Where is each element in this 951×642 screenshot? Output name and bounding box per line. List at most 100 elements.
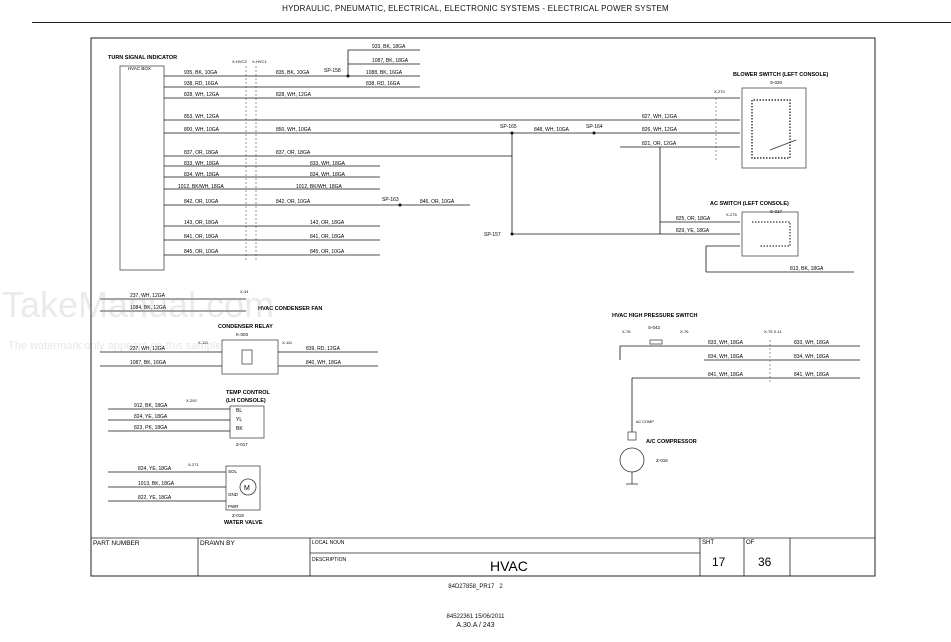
wire-label: 1088, BK, 16GA — [366, 70, 403, 76]
conn-a-label: X-HVC2 — [232, 59, 247, 64]
diagram-frame — [90, 37, 876, 577]
compressor-connector — [627, 431, 637, 441]
valve-pin-label: PWR — [228, 504, 239, 509]
wire-label: 828, WH, 12GA — [184, 92, 220, 98]
page-header-title: HYDRAULIC, PNEUMATIC, ELECTRICAL, ELECTR… — [282, 4, 669, 13]
compressor-icon — [619, 447, 645, 473]
relay-coil — [241, 349, 253, 365]
water-valve-box — [225, 465, 261, 511]
valve-conn-label: X-271 — [188, 462, 199, 467]
wire-label: 237, WH, 12GA — [130, 293, 166, 299]
wire-label: 853, WH, 12GA — [184, 114, 220, 120]
wire-label: 826, WH, 12GA — [642, 127, 678, 133]
wire-label: 822, YE, 18GA — [138, 495, 172, 501]
hp-conn-1: X-76 — [622, 329, 631, 334]
temp-pin-label: YL — [236, 417, 242, 423]
wire-label: 837, OR, 18GA — [184, 150, 219, 156]
wire-label: 828, WH, 12GA — [276, 92, 312, 98]
splice-label: SP-158 — [324, 68, 341, 74]
wire-label: 823, PK, 18GA — [134, 425, 168, 431]
splice-label: SP-164 — [586, 124, 603, 130]
wire-label: 827, WH, 12GA — [642, 114, 678, 120]
valve-pin-label: SOL — [228, 469, 238, 474]
wire-label: 841, WH, 18GA — [794, 372, 830, 378]
wire-label: 850, WH, 10GA — [276, 127, 312, 133]
hp-switch-title: HVAC HIGH PRESSURE SWITCH — [612, 313, 697, 319]
wire-label: 841, OR, 18GA — [310, 234, 345, 240]
hvac-box — [119, 65, 165, 271]
wire-label: 813, BK, 18GA — [790, 266, 824, 272]
wire-label: 845, OR, 10GA — [184, 249, 219, 255]
wire-label: 821, OR, 12GA — [642, 141, 677, 147]
temp-pin-label: BL — [236, 408, 242, 414]
relay-box — [221, 339, 279, 375]
wire-label: 839, RD, 12GA — [306, 346, 341, 352]
compressor-wire-label: AC COMP — [636, 420, 654, 424]
wire-label: 835, BK, 10GA — [276, 70, 310, 76]
blower-conn-label: X-270 — [714, 89, 725, 94]
splice-dot — [346, 74, 350, 78]
temp-control-box — [229, 405, 265, 439]
sheet-label: SHT — [702, 540, 714, 546]
wire-label: 833, WH, 18GA — [184, 161, 220, 167]
wire-label: 842, OR, 10GA — [276, 199, 311, 205]
blower-switch-ref: S-020 — [770, 80, 783, 85]
page-number: A.30.A / 243 — [456, 622, 495, 629]
wire-label: 938, RD, 16GA — [184, 81, 219, 87]
valve-ref: Z-019 — [232, 513, 244, 518]
local-noun-label: LOCAL NOUN — [312, 540, 345, 546]
relay-conn-right: X-111 — [282, 340, 293, 345]
temp-conn-label: X-292 — [186, 398, 197, 403]
wire-label: 1012, BK/WH, 18GA — [296, 184, 343, 190]
drawn-by-label: DRAWN BY — [200, 540, 235, 547]
conn-b-label: X-HVC1 — [252, 59, 267, 64]
header-rule — [32, 22, 951, 23]
relay-title: CONDENSER RELAY — [218, 324, 273, 330]
fan-title: HVAC CONDENSER FAN — [258, 306, 322, 312]
hp-switch-ref: S-042 — [648, 325, 661, 330]
part-number-label: PART NUMBER — [93, 540, 140, 547]
wire-label: 829, YE, 18GA — [676, 228, 710, 234]
wire-label: 833, WH, 18GA — [708, 340, 744, 346]
wire-label: 143, OR, 18GA — [184, 220, 219, 226]
of-label: OF — [746, 540, 755, 546]
doc-ref: 84522361 15/06/2011 — [446, 614, 505, 620]
wire-label: 825, OR, 18GA — [676, 216, 711, 222]
splice-label: SP-163 — [382, 197, 399, 203]
wire-label: 845, OR, 10GA — [310, 249, 345, 255]
wire-label: 834, WH, 18GA — [184, 172, 220, 178]
motor-label: M — [244, 485, 250, 492]
blower-switch-contacts — [751, 99, 791, 159]
wire-label: 824, YE, 18GA — [134, 414, 168, 420]
wire-label: 1087, BK, 16GA — [130, 360, 167, 366]
sheet-total: 36 — [758, 555, 772, 569]
wire-label: 933, BK, 18GA — [372, 44, 406, 50]
splice-label: SP-157 — [484, 232, 501, 238]
splice-label: SP-165 — [500, 124, 517, 130]
temp-subtitle: (LH CONSOLE) — [226, 398, 266, 404]
wire-label: 846, OR, 10GA — [420, 199, 455, 205]
wire-label: 237, WH, 12GA — [130, 346, 166, 352]
wire-label: 1012, BK/WH, 18GA — [178, 184, 225, 190]
wire-label: 834, WH, 18GA — [708, 354, 744, 360]
wire-label: 841, OR, 18GA — [184, 234, 219, 240]
ac-conn-label: X-275 — [726, 212, 737, 217]
wire-label: 824, YE, 18GA — [138, 466, 172, 472]
description-label: DESCRIPTION — [312, 557, 347, 563]
wire-label: 800, WH, 10GA — [184, 127, 220, 133]
temp-ref: Z-017 — [236, 442, 248, 447]
compressor-title: A/C COMPRESSOR — [646, 439, 697, 445]
hvac-box-label: HVAC BOX — [128, 66, 151, 71]
hp-conn-2: X-76 — [680, 329, 689, 334]
relay-ref: K-003 — [236, 332, 249, 337]
drawing-rev: 2 — [499, 584, 503, 590]
splice-dot — [592, 131, 596, 135]
wire-label: 848, WH, 10GA — [534, 127, 570, 133]
drawing-id: 84D27858_PR17 — [448, 584, 495, 590]
wire-label: 935, BK, 10GA — [184, 70, 218, 76]
wire-label: 838, RD, 16GA — [366, 81, 401, 87]
wire-label: 842, OR, 10GA — [184, 199, 219, 205]
wire-label: 1013, BK, 18GA — [138, 481, 175, 487]
wire-label: 1084, BK, 12GA — [130, 305, 167, 311]
